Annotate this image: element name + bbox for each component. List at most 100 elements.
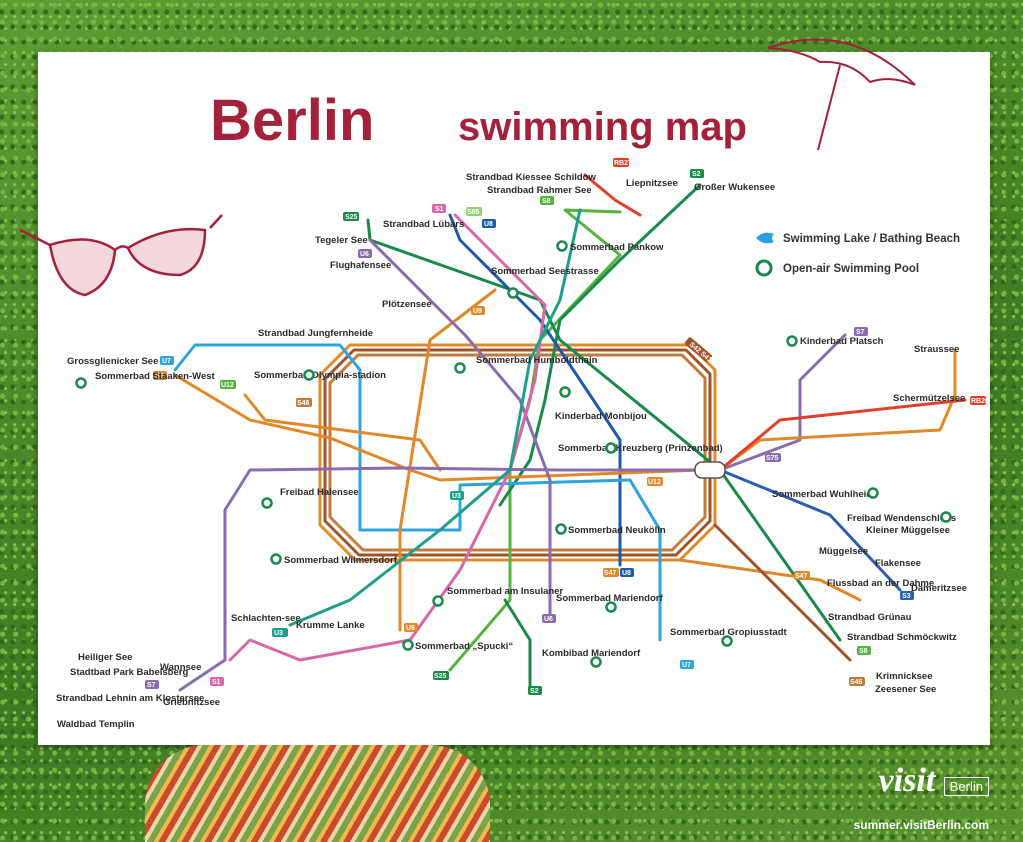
place-label: Grossglienicker See — [67, 356, 158, 367]
svg-text:S5: S5 — [155, 373, 164, 380]
place-label: Sommerbad „Spucki“ — [415, 641, 513, 652]
line-tag — [603, 568, 619, 577]
svg-text:U12: U12 — [221, 382, 234, 389]
line-tag — [153, 371, 167, 380]
line-tag — [684, 337, 712, 362]
line-tag — [849, 677, 865, 686]
line-tag — [854, 327, 868, 336]
svg-text:S46: S46 — [297, 400, 310, 407]
line-tag — [296, 398, 312, 407]
line-tag — [450, 491, 464, 500]
place-label: Flughafensee — [330, 260, 391, 271]
place-label: Strandbad Rahmer See — [487, 185, 592, 196]
line-tag — [210, 677, 224, 686]
pool-markers — [75, 240, 952, 668]
svg-text:U9: U9 — [473, 308, 482, 315]
line-tag — [540, 196, 554, 205]
line-tag — [900, 591, 914, 600]
svg-text:S2: S2 — [692, 171, 701, 178]
place-label: Strandbad Schmöckwitz — [847, 632, 957, 643]
place-label: Sommerbad Kreuzberg (Prinzenbad) — [558, 443, 723, 454]
place-label: Sommerbad am Insulaner — [447, 586, 563, 597]
place-label: Schlachten-see — [231, 613, 301, 624]
line-tag — [358, 249, 372, 258]
place-label: Plötzensee — [382, 299, 432, 310]
legend: Swimming Lake / Bathing Beach Open-air S… — [755, 232, 960, 277]
sunglasses-icon — [19, 214, 223, 297]
svg-text:S47: S47 — [604, 570, 617, 577]
line-tag — [220, 380, 236, 389]
place-label: Sommerbad Olympia-stadion — [254, 370, 386, 381]
place-label: Strandbad Jungfernheide — [258, 328, 373, 339]
place-label: Sommerbad Wilmersdorf — [284, 555, 398, 566]
place-label: Zeesener See — [875, 684, 936, 695]
svg-text:S1: S1 — [212, 679, 221, 686]
line-tag — [680, 660, 694, 669]
place-label: Flakensee — [875, 558, 921, 569]
svg-text:S2: S2 — [530, 688, 539, 695]
line-tag — [432, 204, 446, 213]
place-label: Sommerbad Humboldthain — [476, 355, 598, 366]
brand-visit: visit — [878, 762, 936, 799]
place-label: Flussbad an der Dahme — [827, 578, 934, 589]
place-label: Krimnicksee — [876, 671, 933, 682]
brand-url[interactable]: summer.visitBerlin.com — [853, 818, 989, 832]
svg-text:S7: S7 — [856, 329, 865, 336]
title-swimming-map: swimming map — [458, 105, 747, 149]
place-label: Straussee — [914, 344, 959, 355]
place-label: Dämeritzsee — [911, 583, 967, 594]
place-label: Wannsee — [160, 662, 201, 673]
place-label: Kleiner Müggelsee — [866, 525, 950, 536]
transit-lines — [173, 173, 967, 692]
place-label: Liepnitzsee — [626, 178, 678, 189]
line-tag — [433, 671, 449, 680]
lake-icon — [756, 232, 774, 244]
pool-icon — [755, 259, 773, 277]
svg-text:U6: U6 — [544, 616, 553, 623]
place-label: Sommerbad Neukölln — [568, 525, 666, 536]
svg-text:S46: S46 — [850, 679, 863, 686]
svg-text:S7: S7 — [147, 682, 156, 689]
place-label: Schermützelsee — [893, 393, 965, 404]
place-label: Strandbad Kiessee Schildow — [466, 172, 596, 183]
place-label: Sommerbad Mariendorf — [556, 593, 663, 604]
svg-text:RB26: RB26 — [971, 398, 989, 405]
place-label: Kinderbad Monbijou — [555, 411, 647, 422]
title-berlin: Berlin — [210, 88, 374, 153]
place-label: Griebnitzsee — [163, 697, 220, 708]
place-label: Sommerbad Wuhlheide — [772, 489, 877, 500]
place-label: Stadtbad Park Babelsberg — [70, 667, 188, 678]
place-labels: Strandbad Kiessee Schildow Strandbad Rah… — [56, 172, 967, 730]
line-tag — [620, 568, 634, 577]
line-tag — [970, 396, 986, 405]
line-tag — [857, 646, 871, 655]
svg-text:U3: U3 — [452, 493, 461, 500]
line-tag — [145, 680, 159, 689]
line-tag — [542, 614, 556, 623]
svg-text:S25: S25 — [434, 673, 447, 680]
svg-text:S47: S47 — [795, 573, 808, 580]
line-tag — [160, 356, 174, 365]
brand-berlin: Berlin — [943, 777, 989, 797]
line-tags: S25 S1 S85 U8 U6 U9 S2 RB27 S8 U7 S5 U12… — [145, 158, 989, 695]
svg-text:S85: S85 — [467, 209, 480, 216]
place-label: Freibad Wendenschloss — [847, 513, 956, 524]
svg-text:S8: S8 — [859, 648, 868, 655]
line-tag — [613, 158, 629, 167]
svg-text:S42 S41: S42 S41 — [688, 341, 713, 364]
svg-text:U7: U7 — [682, 662, 691, 669]
place-label: Großer Wukensee — [694, 182, 775, 193]
visitberlin-logo: visit Berlin summer.visitBerlin.com — [854, 762, 989, 832]
svg-text:S3: S3 — [902, 593, 911, 600]
place-label: Kinderbad Platsch — [800, 336, 884, 347]
place-label: Krumme Lanke — [296, 620, 365, 631]
legend-pool: Open-air Swimming Pool — [783, 263, 919, 275]
place-label: Waldbad Templin — [57, 719, 135, 730]
svg-text:S25: S25 — [345, 214, 358, 221]
place-label: Sommerbad Pankow — [570, 242, 664, 253]
line-tag — [482, 219, 496, 228]
line-tag — [466, 207, 482, 216]
svg-text:U6: U6 — [360, 251, 369, 258]
line-tag — [794, 571, 810, 580]
